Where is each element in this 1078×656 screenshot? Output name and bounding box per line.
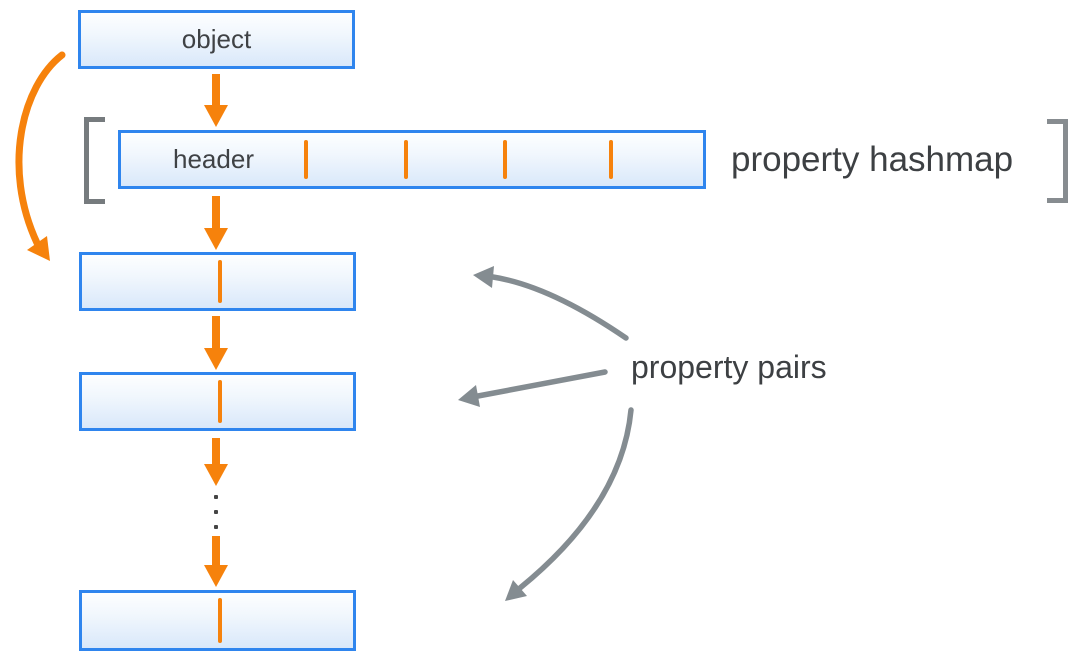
arrow-hashmap-to-pair1 bbox=[204, 196, 228, 250]
pairs-caption: property pairs bbox=[631, 349, 827, 385]
property-pair-box-3 bbox=[79, 590, 356, 651]
hashmap-right-bracket bbox=[1047, 119, 1068, 203]
property-pair-box-2 bbox=[79, 372, 356, 431]
hashmap-header-label: header bbox=[173, 144, 254, 174]
hashmap-slot-divider bbox=[304, 140, 308, 179]
arrow-pair2-to-ellipsis bbox=[204, 438, 228, 486]
hashmap-slot-divider bbox=[503, 140, 507, 179]
object-box: object bbox=[78, 10, 355, 69]
gray-arrow-to-pair2 bbox=[458, 369, 608, 407]
hashmap-slot-divider bbox=[404, 140, 408, 179]
ellipsis-dot bbox=[214, 495, 218, 499]
ellipsis-dot bbox=[214, 525, 218, 529]
pair-divider bbox=[218, 598, 222, 643]
pair-divider bbox=[218, 260, 222, 303]
hashmap-caption: property hashmap bbox=[731, 140, 1014, 179]
arrow-pair1-to-pair2 bbox=[204, 316, 228, 370]
gray-arrow-to-pair3 bbox=[505, 407, 634, 601]
pair-divider bbox=[218, 380, 222, 423]
hashmap-box: header bbox=[118, 130, 706, 189]
ellipsis-dot bbox=[214, 510, 218, 514]
property-pair-box-1 bbox=[79, 252, 356, 311]
object-box-label: object bbox=[181, 24, 252, 54]
gray-arrow-to-pair1 bbox=[473, 266, 629, 341]
hashmap-left-bracket bbox=[84, 117, 105, 204]
arrow-object-to-hashmap bbox=[204, 74, 228, 127]
hashmap-slot-divider bbox=[609, 140, 613, 179]
arrow-object-to-pair1-curved bbox=[15, 51, 66, 261]
arrow-ellipsis-to-pair3 bbox=[204, 536, 228, 587]
